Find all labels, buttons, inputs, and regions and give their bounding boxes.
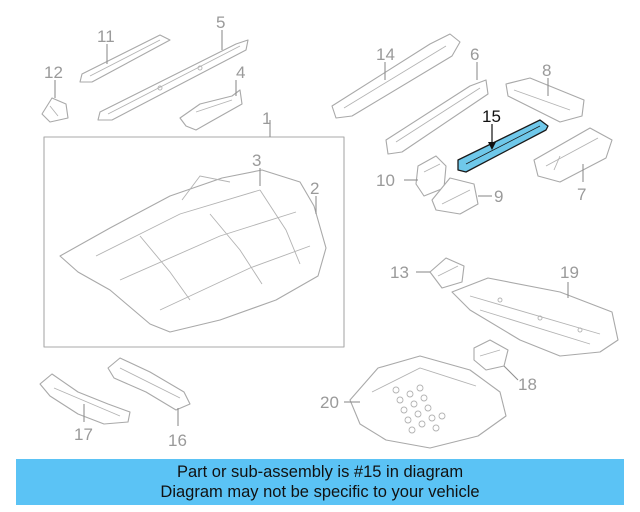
part-16-crossmember xyxy=(107,357,191,426)
callout-label-14: 14 xyxy=(376,45,395,64)
info-banner: Part or sub-assembly is #15 in diagram D… xyxy=(16,459,624,505)
callout-label-9: 9 xyxy=(494,187,503,206)
part-7-bracket xyxy=(533,127,613,183)
part-19-under-cover xyxy=(451,277,619,357)
part-9-bracket xyxy=(431,177,492,215)
part-20-under-shield xyxy=(344,355,507,449)
callout-label-2: 2 xyxy=(310,179,319,198)
callout-label-4: 4 xyxy=(236,63,245,82)
part-11-rail xyxy=(79,34,171,83)
part-15-reinforcement xyxy=(457,119,549,173)
callout-label-5: 5 xyxy=(216,13,225,32)
callout-label-8: 8 xyxy=(542,61,551,80)
callout-label-16: 16 xyxy=(168,431,187,450)
callout-label-12: 12 xyxy=(44,63,63,82)
callout-label-18: 18 xyxy=(518,375,537,394)
callout-label-17: 17 xyxy=(74,425,93,444)
part-12-bracket xyxy=(41,80,69,123)
banner-line-2: Diagram may not be specific to your vehi… xyxy=(160,483,480,501)
callout-label-15: 15 xyxy=(482,107,501,126)
callout-label-7: 7 xyxy=(577,185,586,204)
callout-label-6: 6 xyxy=(470,45,479,64)
part-18-bracket xyxy=(473,339,519,381)
part-1-floor-pan xyxy=(43,120,345,348)
part-6-rail xyxy=(385,62,489,155)
callout-label-10: 10 xyxy=(376,171,395,190)
callout-label-11: 11 xyxy=(97,27,115,46)
banner-line-1: Part or sub-assembly is #15 in diagram xyxy=(176,463,464,481)
part-17-crossmember xyxy=(39,373,131,425)
parts-diagram: 1 2 3 4 5 6 7 8 9 10 11 12 13 14 15 16 1… xyxy=(39,13,619,450)
part-14-rail xyxy=(331,33,461,119)
part-5-rail xyxy=(97,30,249,121)
callout-label-1: 1 xyxy=(262,109,271,128)
part-4-bracket xyxy=(179,80,243,131)
callout-label-3: 3 xyxy=(252,151,261,170)
callout-label-13: 13 xyxy=(390,263,409,282)
part-13-bracket xyxy=(416,257,465,289)
callout-label-19: 19 xyxy=(560,263,579,282)
part-8-member xyxy=(505,77,585,123)
callout-label-20: 20 xyxy=(320,393,339,412)
